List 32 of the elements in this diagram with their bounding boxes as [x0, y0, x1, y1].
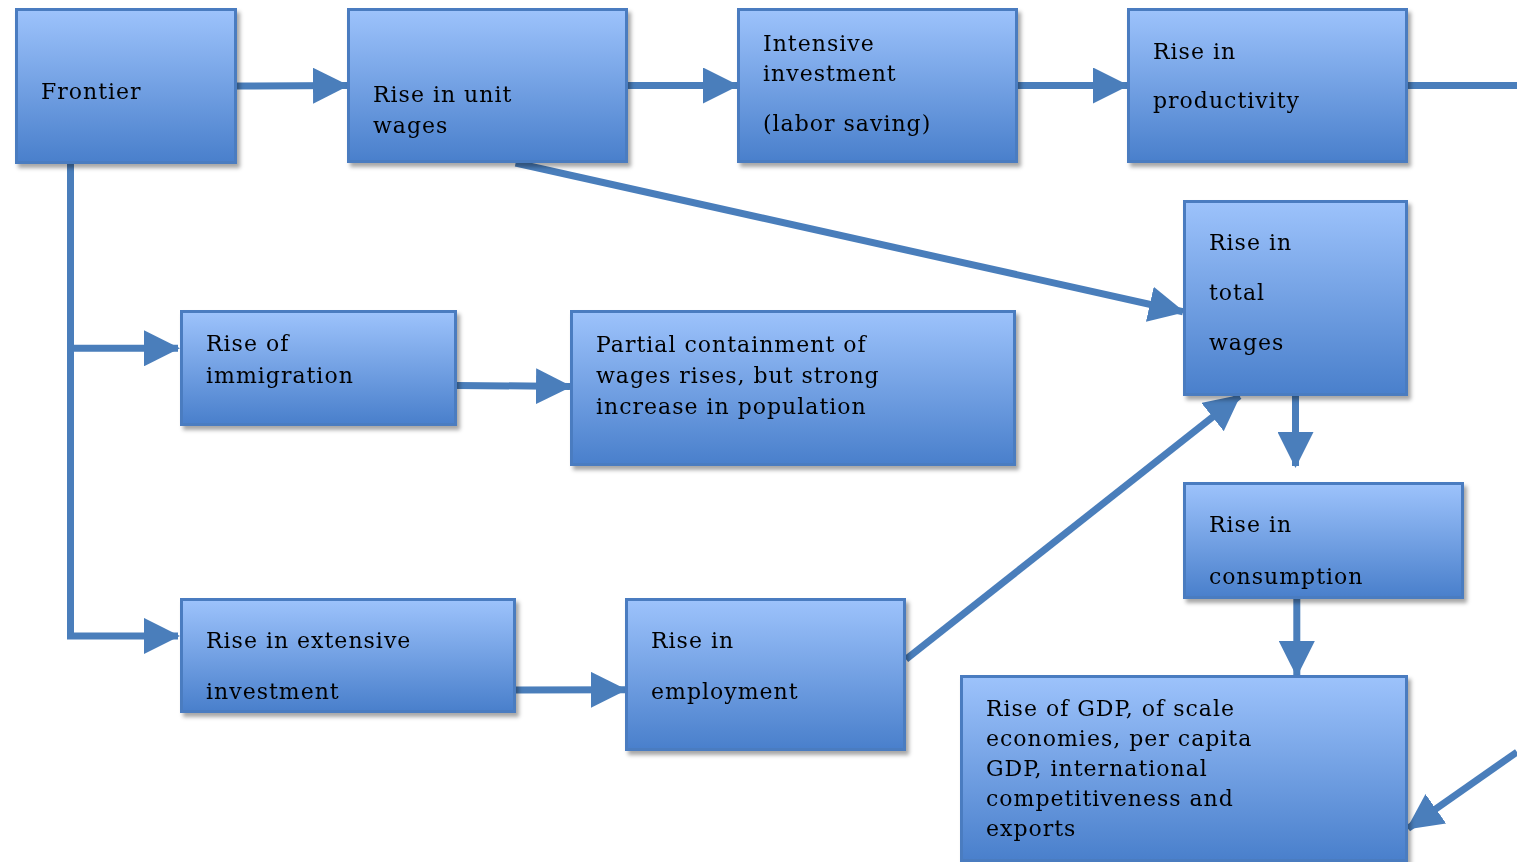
box-text: Rise in extensive investment	[206, 627, 413, 706]
arrow	[1277, 396, 1314, 468]
process-box	[15, 8, 237, 164]
box-text: Intensive investment	[763, 30, 898, 88]
arrow	[237, 67, 349, 104]
process-box	[737, 8, 1018, 163]
box-text: Rise in total wages	[1209, 229, 1294, 357]
process-box	[180, 310, 457, 426]
box-text: Frontier	[41, 78, 143, 106]
process-box	[180, 598, 516, 713]
box-text: Rise of immigration	[206, 330, 355, 390]
arrow	[456, 368, 572, 405]
box-text: (labor saving)	[763, 110, 933, 138]
process-box	[1183, 482, 1464, 599]
arrow	[1406, 749, 1517, 832]
box-text: Rise in consumption	[1209, 511, 1365, 591]
arrow	[516, 671, 627, 708]
box-text: Rise in productivity	[1153, 38, 1302, 115]
process-box	[1183, 200, 1408, 396]
box-text: Partial containment of wages rises, but strong increase in population	[596, 331, 881, 421]
box-text: Rise in employment	[651, 627, 800, 706]
box-text: Rise of GDP, of scale economies, per capita GDP, international competitiveness and exports	[986, 695, 1254, 843]
arrow	[1278, 599, 1315, 677]
process-box	[1127, 8, 1408, 163]
arrow	[1018, 67, 1129, 104]
process-box	[347, 8, 628, 163]
arrow	[628, 67, 739, 104]
arrow	[67, 164, 180, 654]
process-box	[625, 598, 906, 751]
process-box	[960, 675, 1408, 862]
process-box	[570, 310, 1016, 466]
box-text: Rise in unit wages	[373, 81, 514, 140]
